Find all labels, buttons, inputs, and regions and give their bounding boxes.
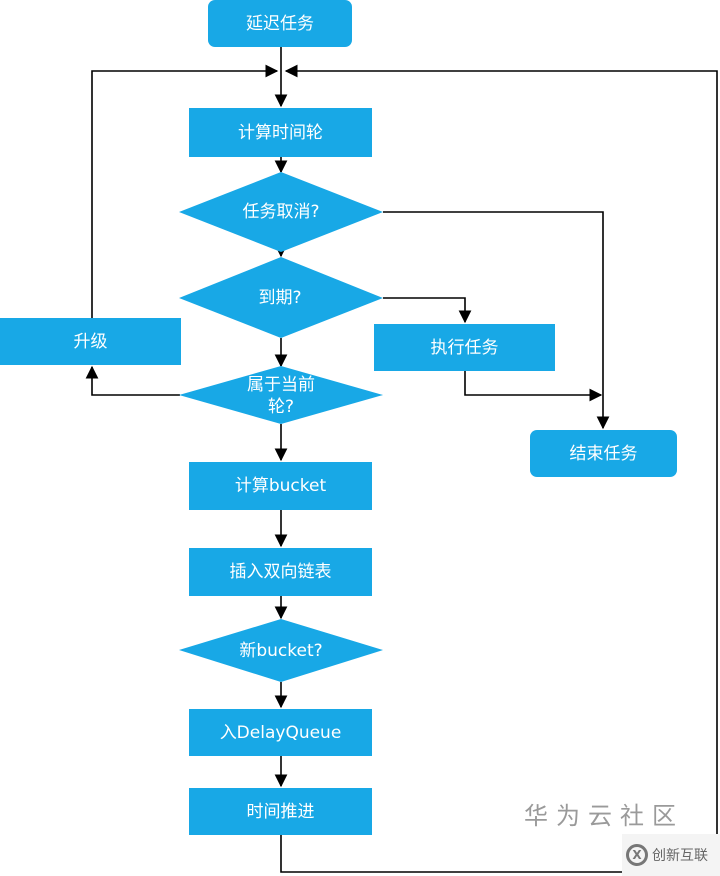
decision-new-bucket: 新bucket? — [239, 641, 323, 661]
node-calc-wheel: 计算时间轮 — [189, 108, 372, 157]
node-insert-list: 插入双向链表 — [189, 548, 372, 596]
node-calc-bucket: 计算bucket — [189, 462, 372, 510]
decision-current-wheel: 属于当前轮? — [247, 375, 315, 417]
node-enqueue: 入DelayQueue — [189, 709, 372, 756]
edge-execute-end — [464, 371, 603, 402]
edge-cancel-end — [383, 211, 610, 430]
decision-expired: 到期? — [258, 288, 302, 308]
logo-text: 创新互联 — [652, 848, 708, 864]
edge-expired-execute — [383, 297, 472, 324]
logo: X 创新互联 — [622, 834, 720, 876]
watermark: 华为云社区 — [524, 802, 684, 830]
decision-expired-shape — [179, 257, 383, 338]
node-advance: 时间推进 — [189, 788, 372, 835]
decision-cancelled-shape — [179, 172, 383, 252]
node-execute: 执行任务 — [374, 324, 555, 371]
edge-upgrade-loop — [91, 64, 279, 318]
decision-new-bucket-shape — [179, 619, 383, 682]
node-end: 结束任务 — [530, 430, 677, 477]
edge-current-upgrade — [85, 365, 180, 396]
decision-current-wheel-shape — [179, 366, 383, 424]
node-upgrade: 升级 — [0, 318, 181, 365]
decision-cancelled: 任务取消? — [242, 202, 320, 222]
node-start: 延迟任务 — [208, 0, 352, 47]
chuangxin-logo-icon: X — [626, 844, 648, 866]
